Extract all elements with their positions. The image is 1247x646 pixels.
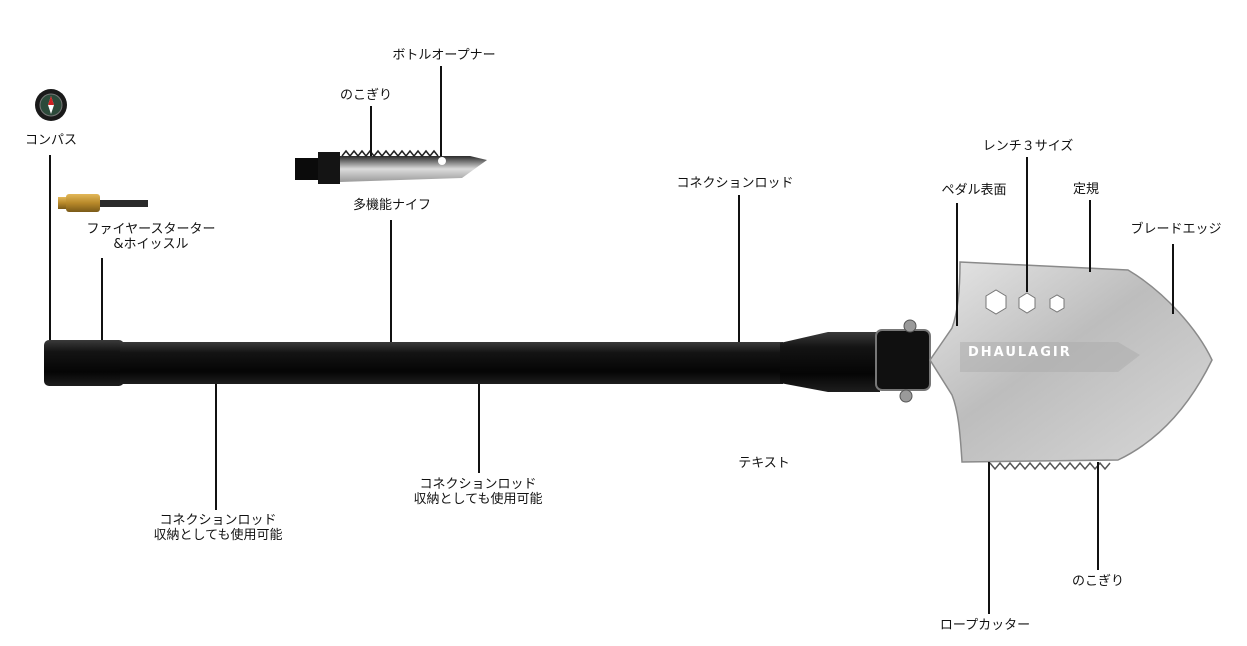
leader-line: [101, 258, 103, 340]
knife-icon: [295, 149, 487, 184]
leader-line: [370, 106, 372, 156]
label-ruler: 定規: [1072, 182, 1100, 197]
compass-icon: [35, 89, 67, 121]
leader-line: [988, 462, 990, 614]
leader-line: [738, 195, 740, 342]
label-text: テキスト: [738, 456, 790, 471]
leader-line: [390, 220, 392, 342]
label-saw-knife: のこぎり: [339, 88, 393, 103]
fire-starter-icon: [58, 194, 148, 212]
label-multi-knife: 多機能ナイフ: [352, 198, 432, 213]
shovel-brand-text: DHAULAGIR: [968, 345, 1072, 360]
label-wrench: レンチ３サイズ: [982, 139, 1074, 154]
label-fire-starter: ファイヤースターター &ホイッスル: [86, 222, 216, 252]
label-blade-edge: ブレードエッジ: [1130, 222, 1222, 237]
leader-line: [49, 155, 51, 340]
leader-line: [956, 203, 958, 326]
leader-line: [1089, 200, 1091, 272]
label-rod-storage-center: コネクションロッド 収納としても使用可能: [413, 477, 543, 507]
shovel-blade: DHAULAGIR: [929, 261, 1213, 471]
leader-line: [440, 66, 442, 156]
label-saw-shovel: のこぎり: [1071, 574, 1125, 589]
leader-line: [1026, 157, 1028, 292]
label-compass: コンパス: [24, 133, 78, 148]
leader-line: [1172, 244, 1174, 314]
leader-line: [1097, 462, 1099, 570]
label-rope-cutter: ロープカッター: [939, 618, 1031, 633]
label-bottle-opener: ボトルオープナー: [392, 48, 496, 63]
label-pedal-surface: ペダル表面: [941, 183, 1007, 198]
label-connection-rod: コネクションロッド: [676, 176, 794, 191]
handle-rod: [44, 319, 931, 403]
leader-line: [478, 384, 480, 473]
label-rod-storage-left: コネクションロッド 収納としても使用可能: [153, 513, 283, 543]
leader-line: [215, 384, 217, 510]
